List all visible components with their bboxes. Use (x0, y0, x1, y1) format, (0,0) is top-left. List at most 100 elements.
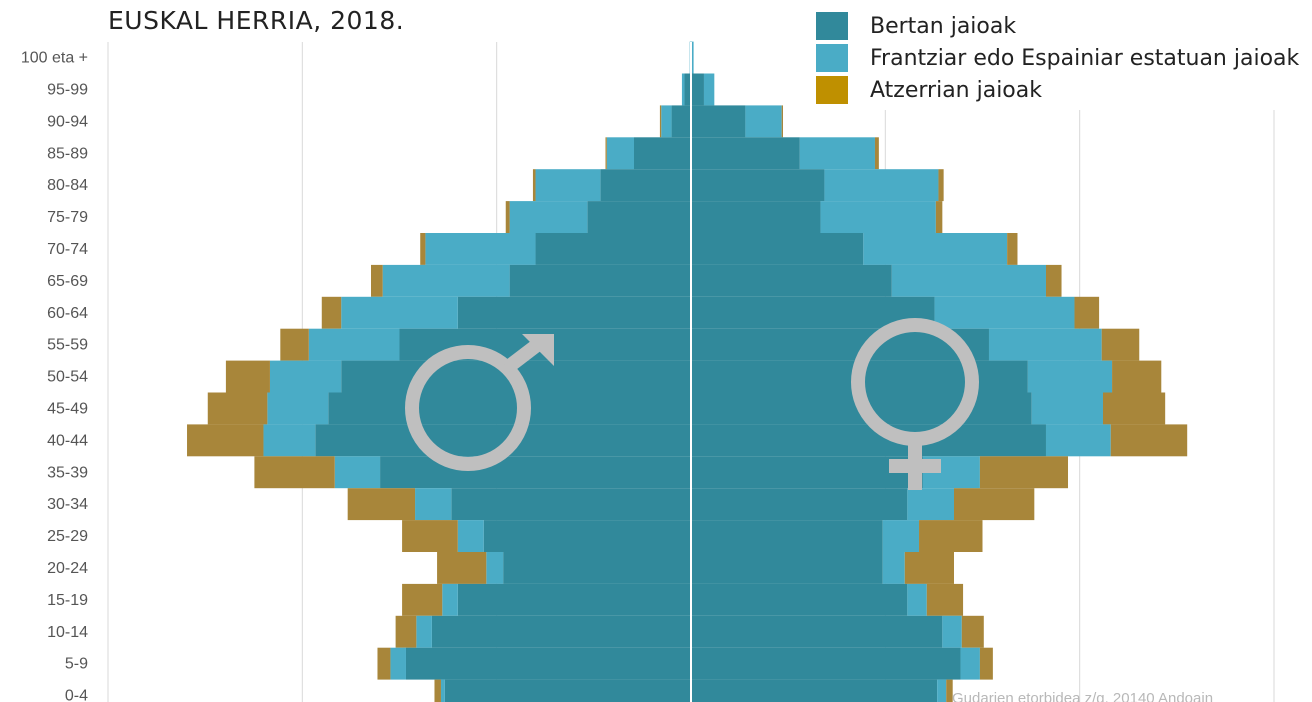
bar-male-state (267, 392, 329, 425)
bar-female-native (691, 679, 938, 702)
bar-female-native (691, 615, 943, 648)
bar-male-native (503, 552, 691, 584)
bar-male-foreign (321, 296, 342, 329)
bar-female-foreign (1102, 392, 1166, 425)
bar-male-native (634, 137, 691, 170)
bar-female-foreign (979, 647, 993, 680)
bar-male-foreign (377, 647, 391, 680)
bar-female-state (882, 520, 920, 552)
bar-male-foreign (402, 583, 443, 616)
bar-female-state (937, 679, 947, 702)
bar-female-state (799, 137, 875, 170)
bar-female-native (691, 647, 961, 680)
bar-male-native (457, 296, 691, 329)
bar-female-native (691, 488, 908, 521)
bar-male-foreign (434, 679, 441, 702)
bar-female-state (988, 328, 1102, 361)
bar-female-foreign (1110, 424, 1188, 457)
bar-male-foreign (420, 233, 426, 265)
bar-male-native (457, 583, 691, 616)
y-axis-tick-labels: 100 eta +95-9990-9485-8980-8475-7970-746… (21, 50, 88, 702)
bar-male-native (328, 392, 691, 425)
bar-female-foreign (1045, 264, 1062, 297)
bar-female-state (907, 488, 954, 521)
bar-female-native (691, 137, 800, 170)
bar-female-state (863, 233, 1008, 265)
bar-female-foreign (946, 679, 953, 702)
bar-male-state (681, 73, 685, 106)
bar-female-foreign (979, 456, 1069, 489)
bar-male-foreign (225, 360, 270, 393)
bar-female-native (691, 583, 908, 616)
bar-male-foreign (187, 424, 264, 457)
bar-male-native (451, 488, 691, 521)
y-tick-label: 0-4 (65, 688, 88, 702)
bar-female-native (691, 201, 821, 233)
bar-female-foreign (919, 520, 983, 552)
legend-item-foreign: Atzerrian jaioak (816, 74, 1299, 106)
bar-female-state (934, 296, 1075, 329)
bar-female-native (691, 520, 883, 552)
y-tick-label: 90-94 (47, 113, 88, 130)
bar-male-foreign (659, 105, 662, 138)
bar-female-native (691, 233, 864, 265)
bar-female-foreign (926, 583, 964, 616)
y-tick-label: 50-54 (47, 369, 88, 386)
y-tick-label: 10-14 (47, 624, 88, 641)
bar-female-foreign (1112, 360, 1162, 393)
bar-female-foreign (935, 201, 943, 233)
bar-male-state (263, 424, 316, 457)
legend-swatch-state (816, 44, 848, 72)
bar-female-state (942, 615, 962, 648)
y-tick-label: 80-84 (47, 177, 88, 194)
y-tick-label: 60-64 (47, 305, 88, 322)
bar-female-foreign (904, 552, 954, 584)
female-symbol-icon (851, 318, 979, 490)
bar-male-state (416, 615, 432, 648)
bar-male-foreign (605, 137, 607, 170)
legend-swatch-foreign (816, 76, 848, 104)
bar-male-foreign (347, 488, 416, 521)
bar-male-state (341, 296, 458, 329)
bar-female-native (691, 105, 746, 138)
bar-female-foreign (961, 615, 984, 648)
y-tick-label: 65-69 (47, 273, 88, 290)
gender-symbols (405, 318, 979, 490)
bar-male-foreign (532, 169, 536, 202)
legend-label-foreign: Atzerrian jaioak (870, 77, 1042, 103)
y-tick-label: 5-9 (65, 656, 88, 673)
bar-female-state (907, 583, 927, 616)
y-tick-label: 25-29 (47, 528, 88, 545)
bar-male-native (671, 105, 691, 138)
bar-male-state (661, 105, 672, 138)
bar-female-state (745, 105, 782, 138)
bar-male-foreign (505, 201, 510, 233)
bar-male-state (442, 583, 458, 616)
bar-male-foreign (254, 456, 335, 489)
bar-female-state (1027, 360, 1113, 393)
bar-male-foreign (402, 520, 458, 552)
legend: Bertan jaioak Frantziar edo Espainiar es… (816, 10, 1302, 110)
bar-male-native (684, 73, 691, 106)
bar-female-state (891, 264, 1046, 297)
bar-male-foreign (371, 264, 383, 297)
y-tick-label: 20-24 (47, 560, 88, 577)
bar-male-state (415, 488, 452, 521)
bar-male-state (334, 456, 381, 489)
bar-male-state (390, 647, 406, 680)
y-tick-label: 100 eta + (21, 50, 88, 67)
bar-male-native (509, 264, 691, 297)
bar-male-state (457, 520, 484, 552)
bar-male-native (431, 615, 691, 648)
bar-female-native (691, 456, 923, 489)
bar-male-state (269, 360, 342, 393)
bar-female-state (703, 73, 715, 106)
bar-female-foreign (781, 105, 783, 138)
bar-female-native (691, 264, 892, 297)
y-tick-label: 70-74 (47, 241, 88, 258)
male-symbol-icon (405, 334, 554, 471)
y-tick-label: 95-99 (47, 81, 88, 98)
y-tick-label: 30-34 (47, 496, 88, 513)
bar-male-state (535, 169, 601, 202)
